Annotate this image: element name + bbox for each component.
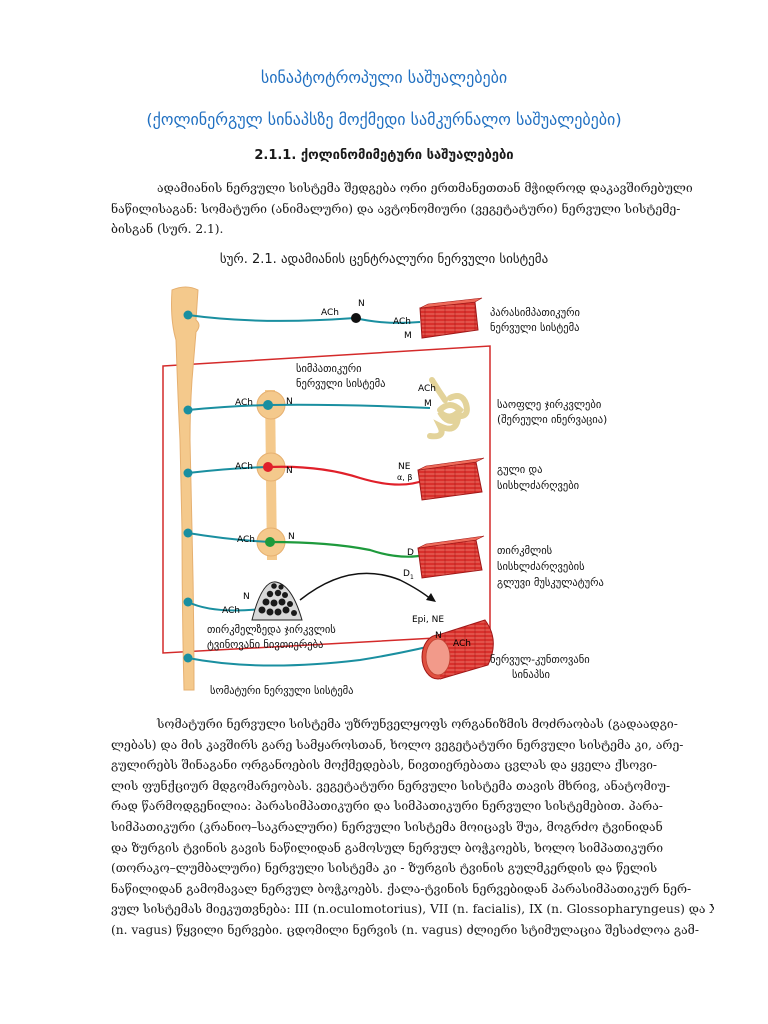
parasympathetic-nerve bbox=[187, 314, 421, 324]
text-line: ნაწილიდან გამომავალ ნერვულ ბოჭკოებს. ქალ… bbox=[111, 881, 692, 896]
adrenal-label: ტვინოვანი ნივთიერება bbox=[207, 639, 323, 651]
neuromuscular-label: ნერვულ-კუნთოვანი bbox=[490, 654, 590, 666]
text-line: ადამიანის ნერვული სისტემა შედგება ორი ერ… bbox=[157, 181, 693, 195]
page-subtitle: (ქოლინერგულ სინაპსზე მოქმედი სამკურნალო … bbox=[146, 110, 622, 129]
heart-vessels bbox=[417, 457, 485, 501]
sympathetic-label: სიმპათიკური bbox=[296, 363, 362, 375]
kidney-postganglionic bbox=[269, 540, 426, 558]
sweat-nerve bbox=[187, 403, 431, 411]
somatic-label: სომატური ნერვული სისტემა bbox=[210, 685, 353, 697]
skeletal-muscle bbox=[421, 619, 494, 680]
sweat-label: (შერეული ინერვაცია) bbox=[497, 414, 607, 426]
sympathetic-label: ნერვული სისტემა bbox=[296, 378, 385, 390]
spinal-node bbox=[183, 310, 193, 320]
synapse-node bbox=[263, 400, 273, 410]
text-line: ნაწილისაგან: სომატური (ანიმალური) და ავტ… bbox=[111, 201, 681, 216]
intro-paragraph: ადამიანის ნერვული სისტემა შედგება ორი ერ… bbox=[111, 178, 714, 240]
hormone-arrow bbox=[299, 572, 433, 601]
kidney-preganglionic bbox=[187, 532, 271, 543]
sweat-gland bbox=[427, 377, 470, 440]
m-label: M bbox=[424, 399, 432, 409]
ach-label: ACh bbox=[222, 606, 240, 616]
kidney-vessels bbox=[417, 535, 485, 579]
spinal-node bbox=[183, 653, 193, 663]
ach-label: ACh bbox=[393, 317, 411, 327]
ach-label: ACh bbox=[453, 639, 471, 649]
epi-ne-label: Epi, NE bbox=[412, 615, 444, 625]
ne-label: NE bbox=[398, 462, 411, 472]
heart-postganglionic bbox=[267, 465, 426, 486]
spinal-node bbox=[183, 597, 193, 607]
text-line: სიმპათიკური (კრანიო–საკრალური) ნერვული ს… bbox=[111, 819, 663, 834]
text-line: სომატური ნერვული სისტემა უზრუნველყოფს ორ… bbox=[157, 717, 678, 731]
spinal-node bbox=[183, 528, 193, 538]
text-line: რად წარმოდგენილია: პარასიმპათიკური და სი… bbox=[111, 799, 663, 814]
text-line: ბისგან (სურ. 2.1). bbox=[111, 222, 224, 237]
m-label: M bbox=[404, 331, 412, 341]
synapse-node bbox=[263, 462, 273, 472]
spinal-node bbox=[183, 468, 193, 478]
heart-preganglionic bbox=[187, 466, 269, 474]
n-label: N bbox=[286, 397, 293, 407]
n-label: N bbox=[286, 466, 293, 476]
text-line: (n. vagus) წყვილი ნერვები. ცდომილი ნერვი… bbox=[111, 922, 699, 937]
nervous-system-figure: ACh N ACh M ACh N ACh M ACh N NE α, β AC… bbox=[162, 286, 607, 697]
text-line: (თორაკო–ლუმბალური) ნერვული სისტემა კი - … bbox=[111, 861, 658, 876]
somatic-nerve bbox=[187, 639, 456, 667]
spinal-node bbox=[183, 405, 193, 415]
parasympathetic-label: ნერვული სისტემა bbox=[490, 322, 579, 334]
section-heading: 2.1.1. ქოლინომიმეტური საშუალებები bbox=[254, 148, 514, 163]
ach-label: ACh bbox=[235, 398, 253, 408]
page-title: სინაპტოტროპული საშუალებები bbox=[260, 68, 508, 87]
heart-label: გული და bbox=[497, 464, 542, 476]
ach-label: ACh bbox=[235, 462, 253, 472]
arrow-head bbox=[426, 593, 436, 602]
adrenal-label: თირკმელზედა ჯირკვლის bbox=[207, 624, 336, 636]
figure-caption: სურ. 2.1. ადამიანის ცენტრალური ნერვული ს… bbox=[219, 252, 549, 267]
neuromuscular-label: სინაპსი bbox=[512, 669, 550, 681]
adrenal-cells bbox=[258, 583, 297, 616]
synapse-node bbox=[265, 537, 275, 547]
text-line: ვულ სისტემას მიეკუთვნება: III (n.oculomo… bbox=[111, 902, 714, 917]
heart-label: სისხლძარღვები bbox=[497, 480, 579, 492]
parasympathetic-muscle bbox=[419, 297, 483, 339]
text-line: ლებას) და მის კავშირს გარე სამყაროსთან, … bbox=[111, 737, 684, 752]
sweat-label: საოფლე ჯირკვლები bbox=[497, 399, 601, 411]
kidney-label: თირკმლის bbox=[497, 545, 552, 557]
n-label: N bbox=[358, 299, 365, 309]
d1-subscript: 1 bbox=[410, 574, 414, 581]
text-line: გულირებს შინაგანი ორგანოების მოქმედებას,… bbox=[111, 758, 658, 773]
kidney-label: გლუვი მუსკულატურა bbox=[497, 577, 604, 589]
spinal-cord bbox=[171, 286, 200, 691]
d-label: D bbox=[407, 548, 414, 558]
ach-label: ACh bbox=[418, 384, 436, 394]
parasympathetic-label: პარასიმპათიკური bbox=[490, 307, 580, 319]
n-label: N bbox=[288, 532, 295, 542]
parasympathetic-ganglion bbox=[351, 313, 361, 323]
n-label: N bbox=[435, 631, 442, 641]
d1-label: D bbox=[403, 569, 410, 579]
text-line: ლის ფუნქციურ მდგომარეობას. ვეგეტატური ნე… bbox=[111, 778, 671, 793]
ach-label: ACh bbox=[237, 535, 255, 545]
kidney-label: სისხლძარღვების bbox=[497, 561, 585, 573]
alpha-beta-label: α, β bbox=[397, 473, 412, 482]
body-paragraph: სომატური ნერვული სისტემა უზრუნველყოფს ორ… bbox=[111, 714, 714, 941]
ach-label: ACh bbox=[321, 308, 339, 318]
n-label: N bbox=[243, 592, 250, 602]
text-line: და ზურგის ტვინის გავის ნაწილიდან გამოსულ… bbox=[111, 840, 664, 855]
